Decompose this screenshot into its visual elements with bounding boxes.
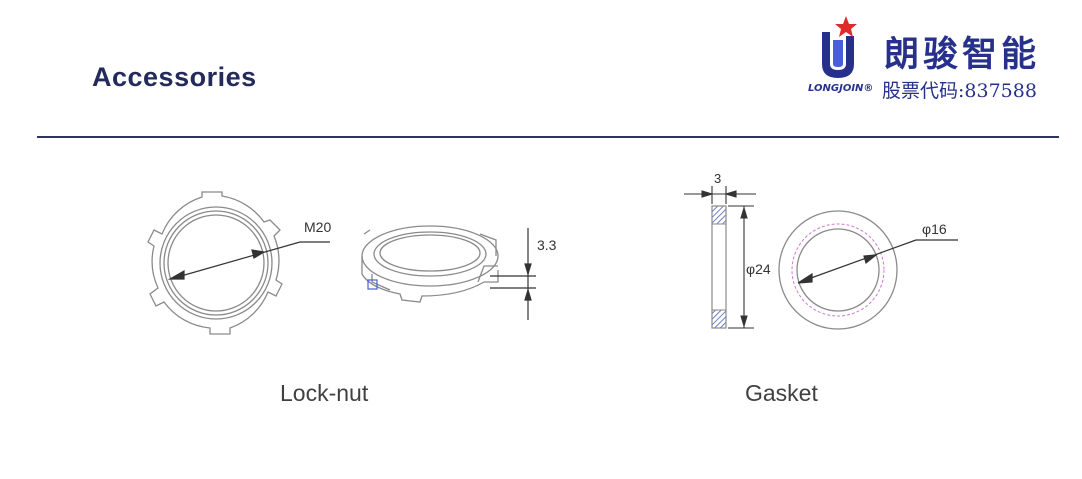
locknut-marker <box>367 279 378 290</box>
gasket-outer-diameter-label: φ24 <box>746 261 771 277</box>
locknut-caption: Lock-nut <box>280 380 369 406</box>
gasket-section-top <box>711 205 727 225</box>
logo-mark-icon <box>822 16 857 78</box>
gasket-diagram: 3 φ24 φ16 <box>684 171 958 330</box>
header-divider <box>37 136 1059 138</box>
gasket-inner-diameter-label: φ16 <box>922 221 947 237</box>
brand-name-en: LONGJOIN® <box>808 83 874 94</box>
gasket-section-bottom <box>711 309 727 329</box>
locknut-thickness-label: 3.3 <box>537 237 557 253</box>
company-logo: 朗骏智能 LONGJOIN® 股票代码:837588 <box>808 14 1068 106</box>
brand-name-cn: 朗骏智能 <box>884 34 1041 75</box>
gasket-caption: Gasket <box>745 380 818 406</box>
gasket-thickness-label: 3 <box>714 171 721 186</box>
locknut-diameter-label: M20 <box>304 219 331 235</box>
stock-code: 股票代码:837588 <box>882 80 1037 102</box>
page-title: Accessories <box>92 62 257 92</box>
locknut-diagram: M20 3.3 <box>147 191 557 335</box>
